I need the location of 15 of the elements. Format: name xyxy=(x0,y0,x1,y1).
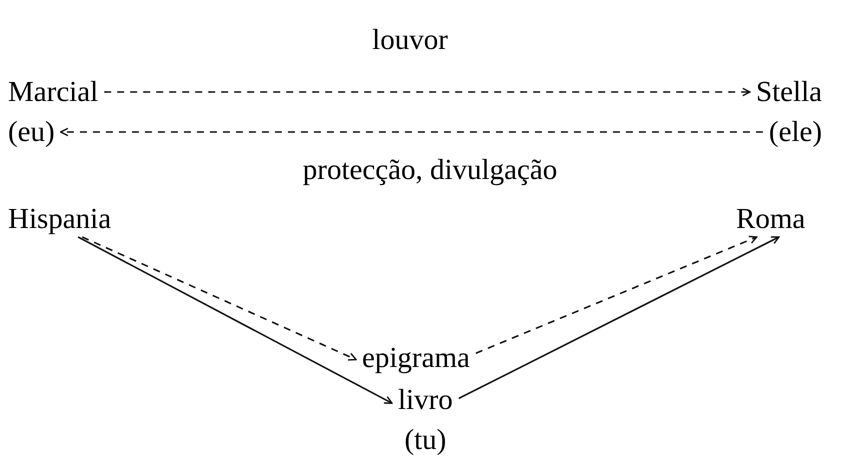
arrow xyxy=(82,236,357,361)
node-label: Roma xyxy=(736,203,806,235)
node-label: livro xyxy=(398,384,453,416)
arrow xyxy=(104,88,751,96)
node-label: epigrama xyxy=(362,342,470,374)
node-label: (ele) xyxy=(768,116,822,148)
node-label: Hispania xyxy=(8,203,112,235)
node-label: Marcial xyxy=(8,76,98,108)
arrow xyxy=(78,236,393,404)
node-label: (tu) xyxy=(404,424,446,456)
arrow xyxy=(60,128,763,136)
arrow xyxy=(476,236,758,354)
node-label: (eu) xyxy=(8,116,55,148)
arrow xyxy=(458,236,780,400)
node-label: Stella xyxy=(756,76,822,108)
